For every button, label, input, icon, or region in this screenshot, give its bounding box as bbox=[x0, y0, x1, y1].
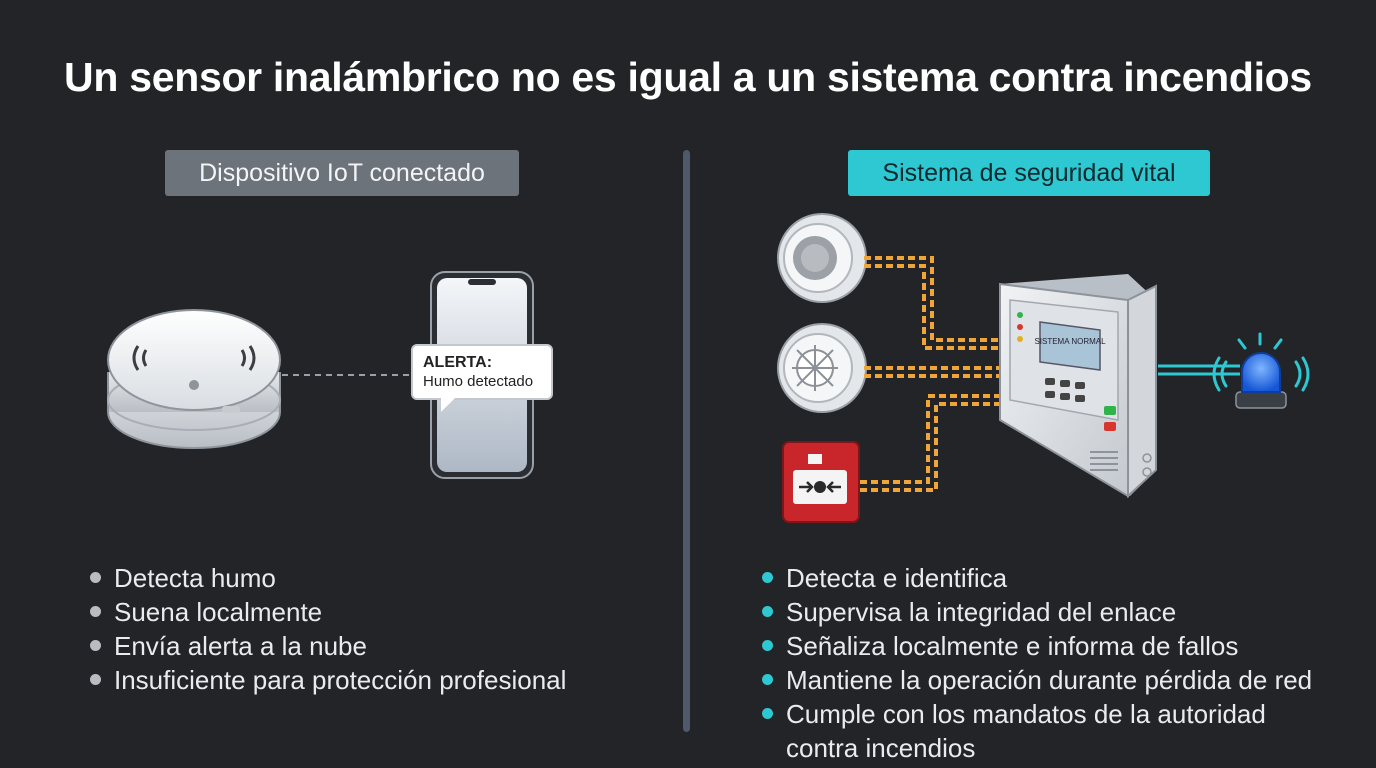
bullet-icon bbox=[90, 640, 101, 651]
phone-alert-bubble: ALERTA: Humo detectado bbox=[411, 344, 553, 400]
alarm-beacon-icon bbox=[1212, 332, 1310, 409]
wiring-lines bbox=[860, 256, 1000, 492]
list-item: Detecta e identifica bbox=[762, 561, 1362, 595]
bullet-icon bbox=[762, 708, 773, 719]
iot-device-badge: Dispositivo IoT conectado bbox=[165, 150, 519, 196]
smoke-detector-icon bbox=[777, 213, 867, 303]
list-item: Señaliza localmente e informa de fallos bbox=[762, 629, 1362, 663]
alert-bubble-tail bbox=[441, 398, 455, 412]
wireless-smoke-detector-icon bbox=[107, 309, 281, 449]
list-item: Insuficiente para protección profesional bbox=[90, 663, 650, 697]
life-safety-badge: Sistema de seguridad vital bbox=[848, 150, 1210, 196]
heat-detector-icon bbox=[777, 323, 867, 413]
bullet-icon bbox=[762, 606, 773, 617]
list-item: Suena localmente bbox=[90, 595, 650, 629]
page-title: Un sensor inalámbrico no es igual a un s… bbox=[64, 54, 1312, 100]
alert-message: Humo detectado bbox=[423, 373, 534, 390]
list-item: Mantiene la operación durante pérdida de… bbox=[762, 663, 1362, 697]
list-item: Cumple con los mandatos de la autoridad … bbox=[762, 697, 1286, 765]
bullet-icon bbox=[90, 606, 101, 617]
list-item: Envía alerta a la nube bbox=[90, 629, 650, 663]
iot-features-list: Detecta humo Suena localmente Envía aler… bbox=[90, 561, 650, 697]
beacon-link-lines bbox=[1158, 364, 1240, 376]
bullet-icon bbox=[762, 572, 773, 583]
bullet-icon bbox=[90, 674, 101, 685]
bullet-icon bbox=[762, 640, 773, 651]
list-item: Supervisa la integridad del enlace bbox=[762, 595, 1362, 629]
fire-alarm-panel-icon bbox=[999, 274, 1157, 499]
center-divider bbox=[683, 150, 690, 732]
life-safety-features-list: Detecta e identifica Supervisa la integr… bbox=[762, 561, 1362, 765]
list-item: Detecta humo bbox=[90, 561, 650, 595]
bullet-icon bbox=[90, 572, 101, 583]
manual-call-point-icon bbox=[782, 441, 860, 523]
alert-heading: ALERTA: bbox=[423, 354, 493, 371]
panel-screen-text: SISTEMA NORMAL bbox=[1034, 337, 1106, 346]
bullet-icon bbox=[762, 674, 773, 685]
